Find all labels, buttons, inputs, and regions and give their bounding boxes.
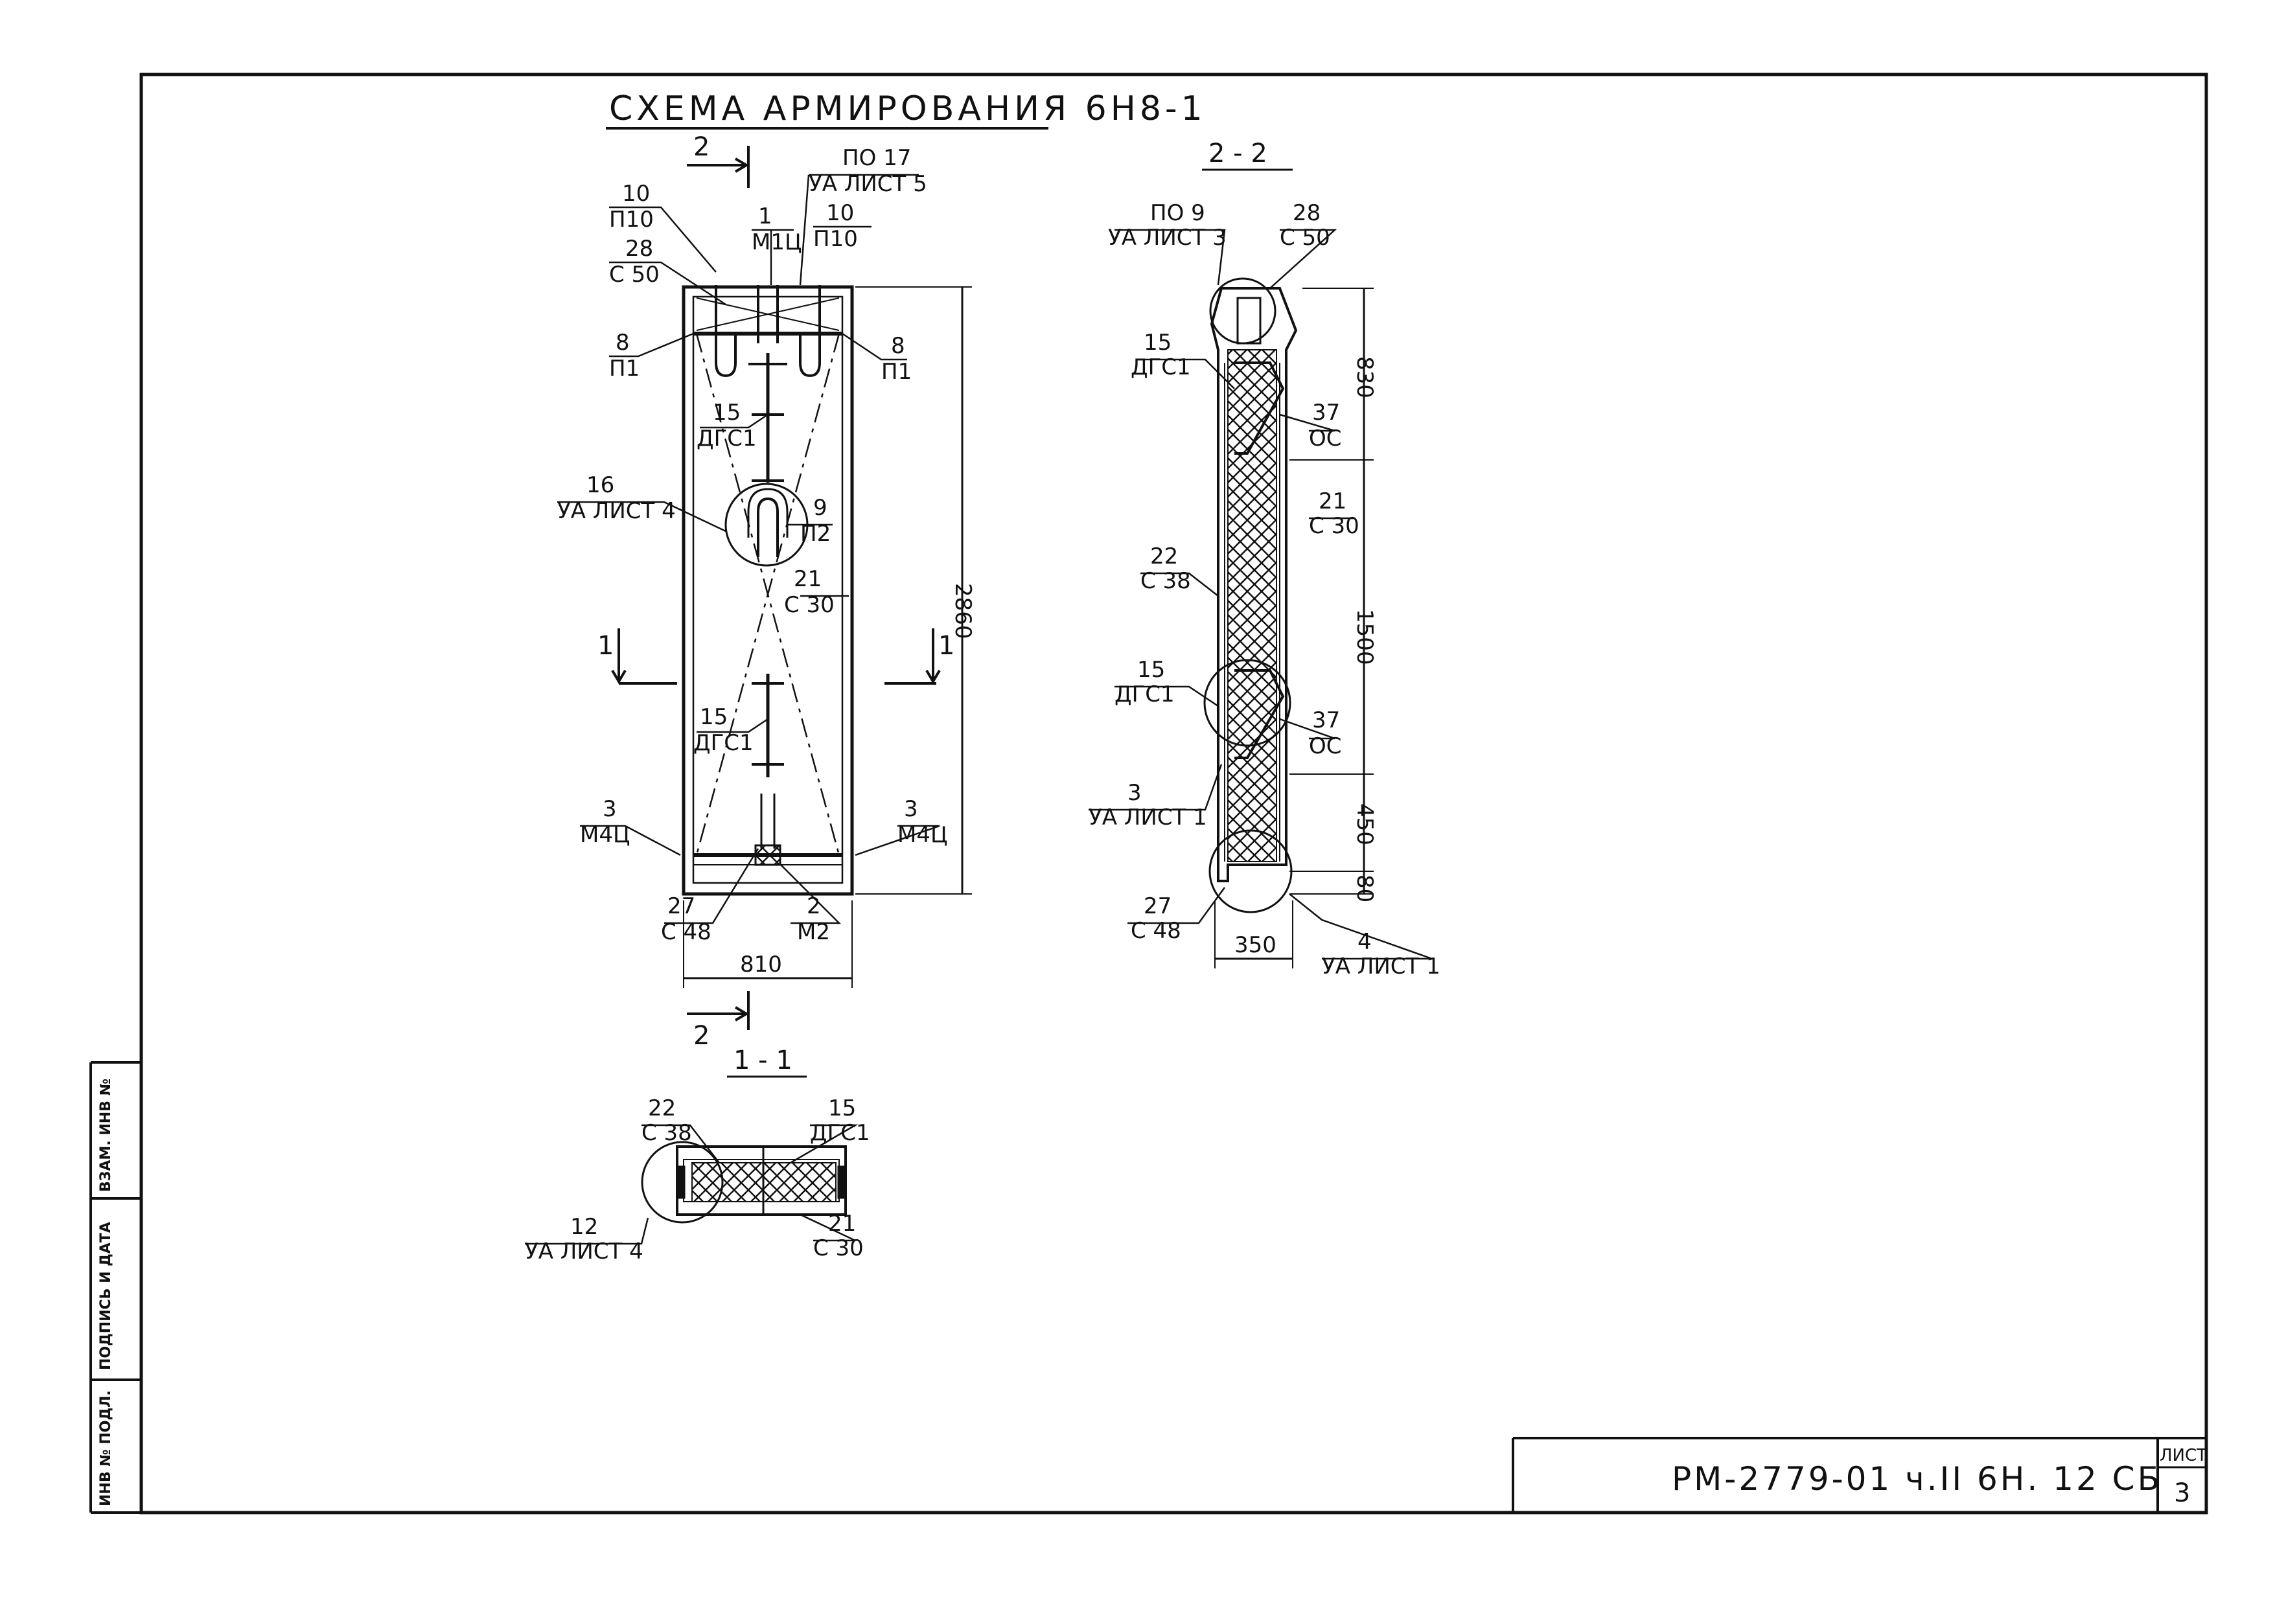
s11-dgc-num: 15 [828, 1095, 856, 1121]
s22-list1b-sheet: УА ЛИСТ 1 [1322, 954, 1440, 979]
section-2-2-dim-350: 350 [1234, 932, 1276, 958]
s22-c38-num: 22 [1150, 543, 1178, 569]
label-p10r-num: 10 [826, 200, 854, 226]
label-c48-mark: С 48 [661, 919, 711, 945]
s22-c50-num: 28 [1293, 200, 1321, 226]
plan-view [682, 285, 854, 896]
s11-list4-num: 12 [570, 1214, 598, 1240]
plan-labels: ПО 17 УА ЛИСТ 5 1 М1Ц 10 П10 10 П10 28 С… [557, 145, 947, 945]
label-p1r-mark: П1 [881, 359, 912, 385]
label-dgc-top-num: 15 [713, 400, 741, 426]
section-1-1-view [641, 1141, 847, 1224]
section-2-2-labels: ПО 9 УА ЛИСТ 3 28 С 50 15 ДГС1 37 ОС 21 … [1089, 200, 1440, 979]
plan-dim-width: 810 [740, 952, 782, 978]
cut-mark-top-2: 2 [693, 132, 710, 162]
label-m4l-num: 3 [603, 796, 617, 822]
label-dgc-bot-mark: ДГС1 [693, 730, 754, 756]
label-m4r-mark: М4Ц [897, 822, 947, 848]
s22-dgc1-mark: ДГС1 [1131, 354, 1191, 380]
s11-c30-num: 21 [828, 1211, 856, 1237]
s22-po9-sheet: УА ЛИСТ 3 [1108, 225, 1227, 251]
s11-c38-num: 22 [648, 1095, 676, 1121]
s22-dgc1-num: 15 [1144, 330, 1172, 356]
s22-c38-mark: С 38 [1140, 568, 1191, 594]
s11-c30-mark: С 30 [813, 1235, 864, 1261]
s22-c30-mark: С 30 [1309, 513, 1359, 539]
s22-list1-sheet: УА ЛИСТ 1 [1089, 805, 1207, 830]
side-stamp-inv: ИНВ № ПОДЛ. [98, 1390, 114, 1506]
title-block-code: РМ-2779-01 ч.II 6Н. 12 СБ [1672, 1460, 2162, 1498]
s22-c48-mark: С 48 [1131, 918, 1181, 944]
label-c50-mark: С 50 [609, 262, 660, 288]
label-m4r-num: 3 [904, 796, 918, 822]
label-p2-mark: П2 [800, 521, 831, 547]
title-block-sheet-number: 3 [2174, 1478, 2190, 1508]
section-2-2-dim-450: 450 [1352, 803, 1378, 845]
label-p10r-mark: П10 [813, 226, 858, 252]
label-c50-num: 28 [625, 236, 653, 262]
s22-list1-num: 3 [1127, 780, 1142, 806]
s11-c38-mark: С 38 [641, 1120, 692, 1146]
title-block [1512, 1437, 2206, 1513]
s22-list1b-num: 4 [1357, 929, 1372, 955]
title-block-sheet-label: ЛИСТ [2160, 1446, 2207, 1465]
s22-c50-mark: С 50 [1280, 225, 1330, 251]
label-c48-num: 27 [667, 893, 695, 919]
drawing-title: СХЕМА АРМИРОВАНИЯ 6Н8-1 [609, 89, 1206, 128]
plan-dimensions [683, 286, 972, 988]
label-m2-mark: М2 [797, 919, 830, 945]
section-1-1-labels: 22 С 38 15 ДГС1 12 УА ЛИСТ 4 21 С 30 [525, 1095, 870, 1264]
plan-leaders [557, 174, 940, 924]
cut-marks [611, 146, 941, 1030]
s22-c48-num: 27 [1144, 893, 1172, 919]
label-p1r-num: 8 [891, 333, 905, 359]
section-2-2-title: 2 - 2 [1208, 139, 1267, 168]
label-m1-mark: М1Ц [752, 229, 802, 255]
label-m2-num: 2 [807, 893, 821, 919]
section-2-2-dim-830: 830 [1352, 356, 1378, 398]
label-p10l-num: 10 [622, 181, 650, 207]
s11-list4-sheet: УА ЛИСТ 4 [525, 1239, 643, 1264]
section-2-2-view [1203, 277, 1298, 913]
s22-oc1-mark: ОС [1309, 426, 1342, 452]
label-po17-num: ПО 17 [842, 145, 911, 171]
section-2-2-dim-1500: 1500 [1352, 609, 1378, 665]
label-list4-num: 16 [586, 472, 614, 498]
label-p1l-mark: П1 [609, 356, 640, 382]
section-2-2-dimensions [1214, 288, 1374, 968]
side-stamp-signature: ПОДПИСЬ И ДАТА [98, 1222, 114, 1370]
label-list4-sheet: УА ЛИСТ 4 [557, 498, 676, 524]
s22-oc2-mark: ОС [1309, 733, 1342, 759]
s22-po9-num: ПО 9 [1150, 200, 1205, 226]
section-2-2-dim-80: 80 [1352, 875, 1378, 902]
section-1-1-title: 1 - 1 [733, 1046, 792, 1075]
label-p10l-mark: П10 [609, 207, 654, 233]
section-1-1-leaders [525, 1124, 859, 1245]
side-stamp-vzam: ВЗАМ. ИНВ № [98, 1079, 114, 1192]
label-dgc-top-mark: ДГС1 [697, 426, 757, 452]
label-m4l-mark: М4Ц [580, 822, 630, 848]
s11-dgc-mark: ДГС1 [810, 1120, 870, 1146]
label-p2-num: 9 [813, 495, 827, 521]
s22-dgc2-num: 15 [1137, 657, 1165, 683]
cut-mark-right-1: 1 [938, 631, 954, 661]
label-p1l-num: 8 [616, 330, 630, 356]
s22-dgc2-mark: ДГС1 [1114, 681, 1175, 707]
label-po17-sheet: УА ЛИСТ 5 [809, 171, 927, 197]
cut-mark-bottom-2: 2 [693, 1021, 710, 1051]
side-stamp: ИНВ № ПОДЛ. ПОДПИСЬ И ДАТА ВЗАМ. ИНВ № [98, 1079, 114, 1506]
label-dgc-bot-num: 15 [700, 704, 728, 730]
s22-oc1-num: 37 [1312, 400, 1340, 426]
s22-oc2-num: 37 [1312, 707, 1340, 733]
plan-dim-height: 2860 [950, 583, 976, 639]
label-m1-num: 1 [758, 203, 772, 229]
s22-c30-num: 21 [1319, 488, 1346, 514]
label-c30-mark: С 30 [784, 592, 835, 618]
section-2-2-leaders [1089, 229, 1433, 960]
cut-mark-left-1: 1 [597, 631, 614, 661]
sheet-frame [89, 73, 2208, 1515]
label-c30-num: 21 [794, 566, 822, 592]
